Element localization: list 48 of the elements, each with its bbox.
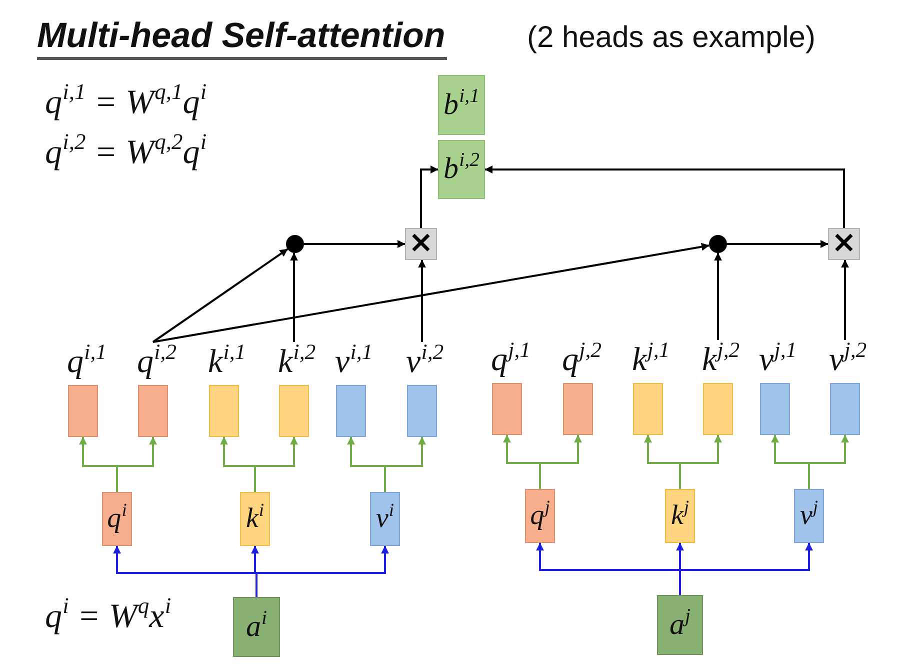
vector-label: q$^{j,1}$: [491, 340, 531, 380]
arrow: [420, 166, 438, 228]
vector-label: v$^{j,2}$: [829, 340, 867, 380]
dot-icon: [709, 235, 727, 253]
vector-label: v$^{i,2}$: [406, 342, 444, 382]
vector-box: v$^{j}$: [794, 489, 824, 543]
arrow: [152, 242, 710, 343]
arrow: [714, 252, 722, 340]
input-box: a$^{i}$: [233, 597, 280, 657]
vector-box: q$^{j}$: [525, 489, 555, 543]
vector-box: q$^{i}$: [102, 492, 132, 546]
arrow: [679, 434, 722, 489]
output-box: b$^{i,1}$: [438, 75, 485, 135]
input-box: a$^{j}$: [657, 595, 703, 655]
title: Multi-head Self-attention: [37, 16, 448, 60]
vector-label: k$^{j,2}$: [702, 340, 740, 380]
arrow: [152, 248, 288, 343]
arrow: [484, 166, 845, 228]
vector-label: q$^{i,1}$: [67, 342, 107, 382]
vector-label: q$^{i,2}$: [137, 342, 177, 382]
equation: q$^{i}$ = W$^{q}$x$^{i}$: [45, 596, 172, 637]
vector-label: k$^{j,1}$: [632, 340, 670, 380]
arrow: [808, 434, 849, 489]
multiply-box: ×: [828, 228, 860, 260]
arrow: [290, 252, 298, 342]
vector-label: k$^{i,1}$: [208, 342, 246, 382]
arrow: [384, 436, 426, 492]
vector-label: k$^{i,2}$: [278, 342, 316, 382]
vector-label: v$^{i,1}$: [335, 342, 373, 382]
arrow: [841, 260, 849, 340]
vector-box: v$^{i}$: [370, 492, 400, 546]
equation: q$^{i,1}$ = W$^{q,1}$q$^{i}$: [45, 82, 207, 123]
vector-box: k$^{i}$: [240, 492, 270, 546]
equation: q$^{i,2}$ = W$^{q,2}$q$^{i}$: [45, 132, 207, 173]
arrow: [418, 260, 426, 342]
note-text: (2 heads as example): [527, 20, 816, 56]
arrow: [727, 240, 828, 248]
multiply-box: ×: [405, 228, 437, 260]
vector-label: v$^{j,1}$: [759, 340, 797, 380]
arrow: [254, 436, 298, 492]
output-box: b$^{i,2}$: [438, 140, 485, 199]
vector-box: k$^{j}$: [665, 489, 695, 543]
arrow: [679, 542, 813, 595]
arrow: [304, 240, 406, 248]
dot-icon: [286, 235, 304, 253]
arrow: [116, 436, 157, 492]
vector-label: q$^{j,2}$: [562, 340, 602, 380]
arrow: [539, 434, 582, 489]
